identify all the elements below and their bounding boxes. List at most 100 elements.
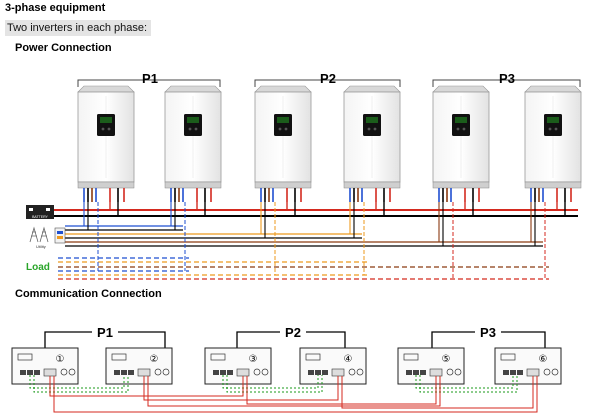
inverter-unit [254, 85, 312, 202]
comm-port [413, 370, 419, 375]
comm-inverter-unit: ③ [204, 347, 272, 385]
comm-unit-port-block [111, 353, 127, 361]
comm-unit-port-block [305, 353, 321, 361]
comm-round-port [60, 368, 68, 376]
comm-port [517, 370, 523, 375]
inverter-button [284, 127, 288, 131]
inverter-button [456, 127, 460, 131]
comm-round-port [253, 368, 261, 376]
comm-unit-body [105, 347, 173, 385]
comm-port [308, 370, 314, 375]
comm-round-port [543, 368, 551, 376]
utility-label: Utility [36, 244, 46, 249]
comm-phase-label-p1: P1 [97, 325, 113, 340]
inverter-number: ④ [344, 354, 353, 365]
current-sharing-cable [341, 376, 534, 409]
comm-port [20, 370, 26, 375]
inverter-unit [77, 85, 135, 202]
comm-unit-port-block [17, 353, 33, 361]
comm-round-port [162, 368, 170, 376]
inverter-screen [366, 117, 378, 123]
inverter-unit [524, 85, 582, 202]
inverter-button [278, 127, 282, 131]
parallel-comm-cable [33, 375, 129, 393]
battery-icon: BATTERY [26, 205, 54, 219]
page-title: 3-phase equipment [5, 2, 106, 14]
inverter-top [77, 85, 135, 93]
comm-unit-body [11, 347, 79, 385]
comm-unit-body [397, 347, 465, 385]
power-connection-heading: Power Connection [15, 42, 112, 54]
comm-round-port [551, 368, 559, 376]
comm-phase-label-p3: P3 [480, 325, 496, 340]
inverter-button [373, 127, 377, 131]
inverter-terminal-strip [77, 181, 135, 189]
comm-inverter-unit: ④ [299, 347, 367, 385]
comm-inverter-unit: ⑥ [494, 347, 562, 385]
inverter-number: ⑤ [442, 354, 451, 365]
comm-parallel-port [43, 368, 57, 377]
comm-port [128, 370, 134, 375]
comm-parallel-port [236, 368, 250, 377]
comm-inverter-unit: ② [105, 347, 173, 385]
comm-inverter-unit: ① [11, 347, 79, 385]
comm-unit-port-block [500, 353, 516, 361]
comm-port [503, 370, 509, 375]
battery-label: BATTERY [32, 215, 48, 219]
inverter-top [432, 85, 490, 93]
comm-round-port [356, 368, 364, 376]
comm-phase-label-p2: P2 [285, 325, 301, 340]
parallel-comm-cable [29, 375, 125, 389]
inverter-screen [100, 117, 112, 123]
inverter-terminal-strip [432, 181, 490, 189]
comm-inverter-unit: ⑤ [397, 347, 465, 385]
comm-port [121, 370, 127, 375]
phase-bracket-p3 [432, 79, 581, 87]
inverter-button [462, 127, 466, 131]
breaker-icon [54, 227, 66, 244]
comm-unit-port-block [210, 353, 226, 361]
inverter-screen [547, 117, 559, 123]
comm-round-port [446, 368, 454, 376]
comm-port [220, 370, 226, 375]
comm-round-port [154, 368, 162, 376]
inverter-terminal-strip [164, 181, 222, 189]
inverter-button [194, 127, 198, 131]
comm-round-port [68, 368, 76, 376]
comm-port [213, 370, 219, 375]
comm-port [420, 370, 426, 375]
inverter-unit [432, 85, 490, 202]
current-sharing-cable [143, 376, 339, 401]
comm-port [406, 370, 412, 375]
inverter-button [367, 127, 371, 131]
inverter-button [107, 127, 111, 131]
phase-label-p2: P2 [320, 71, 336, 86]
inverter-unit [164, 85, 222, 202]
comm-port [34, 370, 40, 375]
inverter-terminal-strip [254, 181, 312, 189]
inverter-button [554, 127, 558, 131]
comm-port [27, 370, 33, 375]
comm-port [510, 370, 516, 375]
comm-round-port [261, 368, 269, 376]
comm-unit-port-block [403, 353, 419, 361]
inverter-number: ① [56, 354, 65, 365]
comm-port [114, 370, 120, 375]
comm-round-port [454, 368, 462, 376]
inverter-top [254, 85, 312, 93]
inverter-terminal-strip [524, 181, 582, 189]
comm-parallel-port [526, 368, 540, 377]
comm-round-port [348, 368, 356, 376]
inverter-button [101, 127, 105, 131]
page-subtitle: Two inverters in each phase: [5, 20, 152, 36]
inverter-top [164, 85, 222, 93]
parallel-comm-cable [226, 375, 323, 393]
inverter-screen [277, 117, 289, 123]
current-sharing-cable [53, 376, 538, 413]
communication-connection-heading: Communication Connection [15, 288, 162, 300]
comm-port [227, 370, 233, 375]
parallel-comm-cable [415, 375, 514, 389]
inverter-number: ② [150, 354, 159, 365]
comm-port [322, 370, 328, 375]
